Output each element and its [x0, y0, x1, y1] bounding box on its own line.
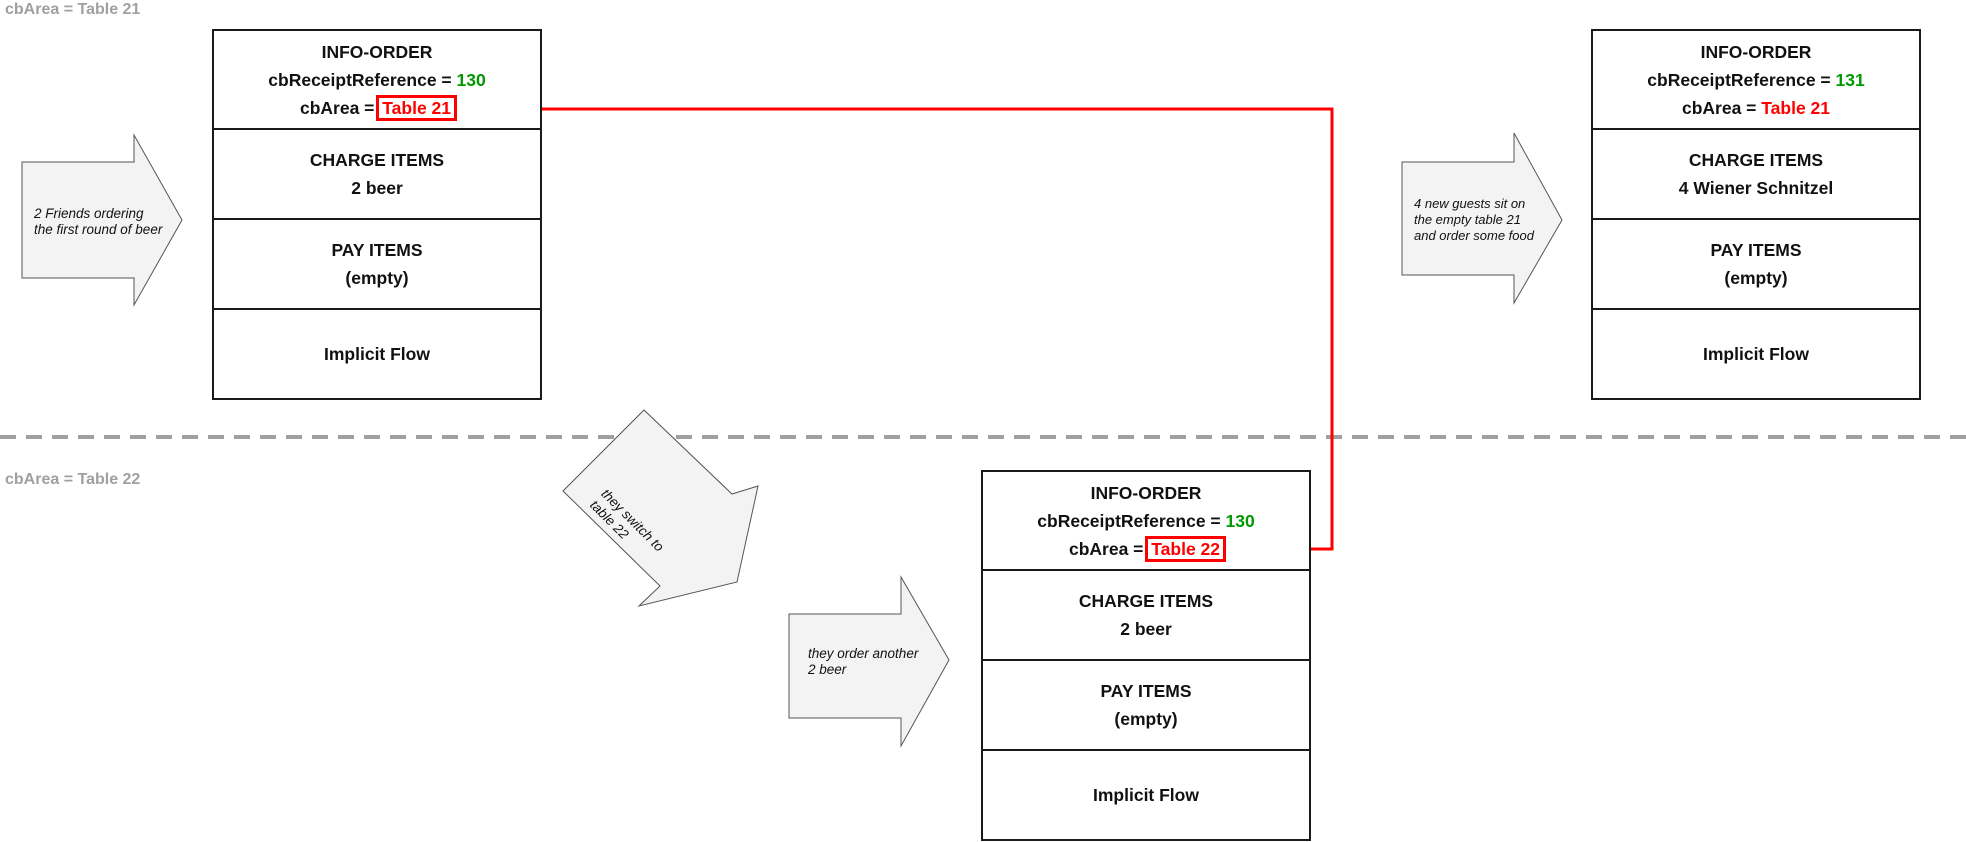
order-card-2: INFO-ORDER cbReceiptReference = 131 cbAr…	[1591, 29, 1921, 400]
pay-items-title: PAY ITEMS	[1100, 681, 1192, 701]
charge-items-value: 2 beer	[1120, 619, 1172, 639]
order-card-3: INFO-ORDER cbReceiptReference = 130 cbAr…	[981, 470, 1311, 841]
receipt-reference-row: cbReceiptReference = 130	[1037, 507, 1254, 535]
receipt-reference-label: cbReceiptReference =	[1037, 510, 1221, 531]
area-row: cbArea = Table 22	[1068, 535, 1227, 563]
zone-label-table-21: cbArea = Table 21	[5, 1, 141, 18]
arrow-caption-2-line1: 4 new guests sit on	[1414, 196, 1526, 211]
area-value: Table 21	[1761, 97, 1831, 118]
area-label: cbArea =	[1068, 538, 1144, 559]
arrow-caption-3-line1: they order another	[808, 646, 919, 661]
arrow-caption-1: 2 Friends ordering the first round of be…	[34, 206, 162, 238]
info-order-section: INFO-ORDER cbReceiptReference = 130 cbAr…	[983, 472, 1309, 571]
area-row: cbArea = Table 21	[1682, 94, 1830, 122]
arrow-caption-2-line3: and order some food	[1414, 228, 1534, 243]
area-row: cbArea = Table 21	[299, 94, 458, 122]
arrow-shape-4	[562, 409, 759, 607]
info-order-section: INFO-ORDER cbReceiptReference = 130 cbAr…	[214, 31, 540, 130]
receipt-reference-label: cbReceiptReference =	[1647, 69, 1831, 90]
arrow-caption-3-line2: 2 beer	[808, 662, 847, 677]
info-order-title: INFO-ORDER	[1090, 482, 1202, 503]
order-card-1: INFO-ORDER cbReceiptReference = 130 cbAr…	[212, 29, 542, 400]
pay-items-section: PAY ITEMS (empty)	[1593, 220, 1919, 310]
area-label: cbArea =	[1681, 97, 1757, 118]
receipt-reference-row: cbReceiptReference = 130	[268, 66, 485, 94]
pay-items-title: PAY ITEMS	[1710, 240, 1802, 260]
receipt-reference-row: cbReceiptReference = 131	[1647, 66, 1864, 94]
charge-items-value: 2 beer	[351, 178, 403, 198]
arrow-caption-3: they order another 2 beer	[808, 646, 918, 678]
area-label: cbArea =	[299, 97, 375, 118]
charge-items-title: CHARGE ITEMS	[1078, 591, 1214, 611]
pay-items-section: PAY ITEMS (empty)	[214, 220, 540, 310]
pay-items-value: (empty)	[345, 268, 409, 288]
area-value: Table 22	[1145, 535, 1227, 562]
pay-items-value: (empty)	[1114, 709, 1178, 729]
charge-items-section: CHARGE ITEMS 2 beer	[214, 130, 540, 220]
arrow-caption-1-line2: the first round of beer	[34, 222, 163, 237]
arrow-caption-2: 4 new guests sit on the empty table 21 a…	[1414, 196, 1534, 244]
implicit-flow-label: Implicit Flow	[1703, 344, 1809, 364]
pay-items-value: (empty)	[1724, 268, 1788, 288]
implicit-flow-label: Implicit Flow	[324, 344, 430, 364]
pay-items-title: PAY ITEMS	[331, 240, 423, 260]
receipt-reference-value: 131	[1835, 69, 1865, 90]
arrow-shape-3	[788, 575, 950, 748]
charge-items-section: CHARGE ITEMS 2 beer	[983, 571, 1309, 661]
pay-items-section: PAY ITEMS (empty)	[983, 661, 1309, 751]
area-value: Table 21	[376, 94, 458, 121]
info-order-title: INFO-ORDER	[1700, 41, 1812, 62]
info-order-title: INFO-ORDER	[321, 41, 433, 62]
receipt-reference-value: 130	[1225, 510, 1255, 531]
implicit-flow-label: Implicit Flow	[1093, 785, 1199, 805]
charge-items-title: CHARGE ITEMS	[309, 150, 445, 170]
arrow-caption-1-line1: 2 Friends ordering	[34, 206, 144, 221]
implicit-flow-section: Implicit Flow	[1593, 310, 1919, 398]
receipt-reference-value: 130	[456, 69, 486, 90]
charge-items-section: CHARGE ITEMS 4 Wiener Schnitzel	[1593, 130, 1919, 220]
arrow-shape-1	[21, 133, 183, 307]
arrow-shape-2	[1401, 132, 1563, 305]
info-order-section: INFO-ORDER cbReceiptReference = 131 cbAr…	[1593, 31, 1919, 130]
receipt-reference-label: cbReceiptReference =	[268, 69, 452, 90]
implicit-flow-section: Implicit Flow	[983, 751, 1309, 839]
charge-items-title: CHARGE ITEMS	[1688, 150, 1824, 170]
implicit-flow-section: Implicit Flow	[214, 310, 540, 398]
zone-label-table-22: cbArea = Table 22	[5, 471, 141, 488]
charge-items-value: 4 Wiener Schnitzel	[1678, 178, 1834, 198]
arrow-caption-2-line2: the empty table 21	[1414, 212, 1521, 227]
